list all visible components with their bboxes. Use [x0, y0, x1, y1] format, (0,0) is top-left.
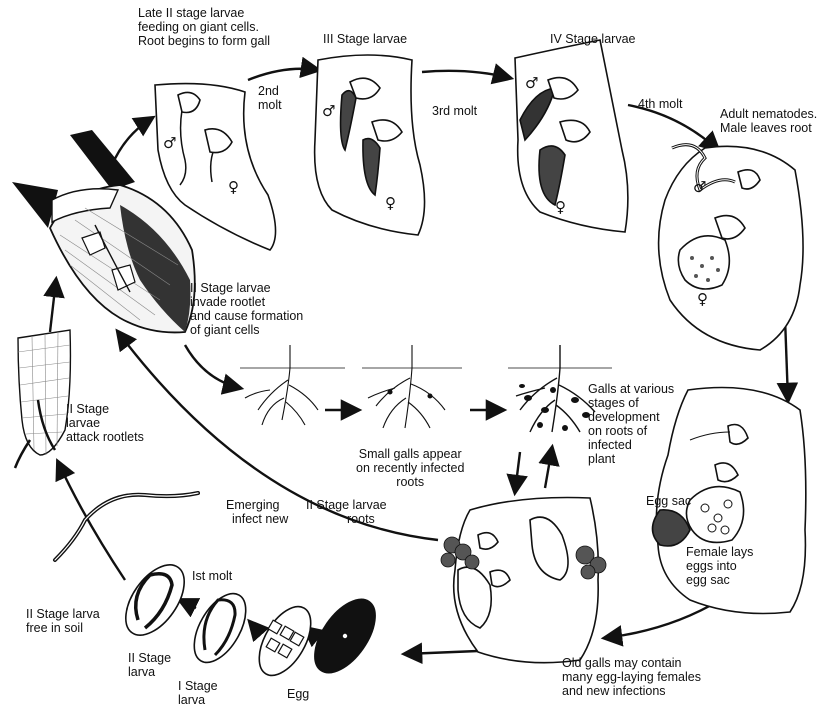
label-first-molt: Ist molt	[192, 569, 232, 583]
arrow-eggsac-to-oldgalls	[605, 600, 720, 638]
arrow-various-to-old	[515, 452, 520, 492]
arrow-adult-to-eggsac	[785, 318, 788, 400]
male-symbol: ♂	[322, 104, 335, 119]
label-egg: Egg	[287, 687, 309, 701]
rootlet-drawing	[15, 330, 70, 468]
panel-iv-stage	[515, 40, 628, 232]
arrow-second-molt	[248, 69, 318, 80]
label-roots: roots	[347, 512, 375, 526]
label-ii-attack: II Stage larvae attack rootlets	[66, 402, 144, 444]
label-fourth-molt: 4th molt	[638, 97, 682, 111]
arrow-third-molt	[422, 71, 510, 78]
female-symbol: ♀	[228, 180, 239, 195]
root-system-infected	[240, 345, 345, 425]
female-symbol: ♀	[555, 200, 566, 215]
male-symbol: ♂	[163, 136, 176, 151]
label-small-galls: Small galls appear on recently infected …	[356, 447, 464, 489]
female-symbol: ♀	[697, 292, 708, 307]
label-iv-stage: IV Stage larvae	[550, 32, 635, 46]
i-stage-larva-egg	[249, 598, 322, 684]
label-egg-sac: Egg sac	[646, 494, 691, 508]
label-female-lays: Female lays eggs into egg sac	[686, 545, 753, 587]
label-second-molt: 2nd molt	[258, 84, 282, 112]
arrow-oldgalls-to-egg	[405, 651, 478, 654]
label-infect-new: infect new	[232, 512, 288, 526]
label-old-galls: Old galls may contain many egg-laying fe…	[562, 656, 701, 698]
arrow-ii-larva-to-free	[180, 600, 196, 608]
arrow-attack-to-root	[50, 280, 56, 332]
label-ii-invade: II Stage larvae invade rootlet and cause…	[190, 281, 303, 337]
label-adult-nematodes: Adult nematodes. Male leaves root	[720, 107, 817, 135]
ii-stage-larva-egg	[184, 585, 257, 671]
label-iii-stage: III Stage larvae	[323, 32, 407, 46]
arrow-free-to-attack	[58, 462, 125, 580]
arrow-old-to-various	[545, 448, 552, 488]
label-i-larva: I Stage larva	[178, 679, 218, 707]
arrow-root-to-small-roots	[185, 345, 240, 388]
male-symbol: ♂	[525, 76, 538, 91]
female-symbol: ♀	[385, 196, 396, 211]
arrow-fourth-molt	[628, 105, 718, 150]
label-ii-free: II Stage larva free in soil	[26, 607, 100, 635]
label-ii-infect: II Stage larvae	[306, 498, 387, 512]
arrow-root-to-late-ii	[112, 118, 152, 165]
free-larva-drawing	[55, 493, 198, 560]
label-third-molt: 3rd molt	[432, 104, 477, 118]
label-emerging: Emerging	[226, 498, 280, 512]
old-galls-drawing	[441, 498, 606, 663]
label-galls-various: Galls at various stages of development o…	[588, 382, 674, 466]
arrow-i-to-ii-larva	[250, 622, 257, 630]
root-system-small-galls	[362, 345, 462, 428]
panel-adult-nematodes	[659, 145, 803, 350]
panel-iii-stage	[315, 55, 425, 235]
male-symbol: ♂	[693, 180, 706, 195]
first-molt-egg	[114, 555, 196, 646]
egg-drawing	[303, 589, 387, 683]
label-ii-larva: II Stage larva	[128, 651, 171, 679]
label-late-ii-stage: Late II stage larvae feeding on giant ce…	[138, 6, 270, 48]
